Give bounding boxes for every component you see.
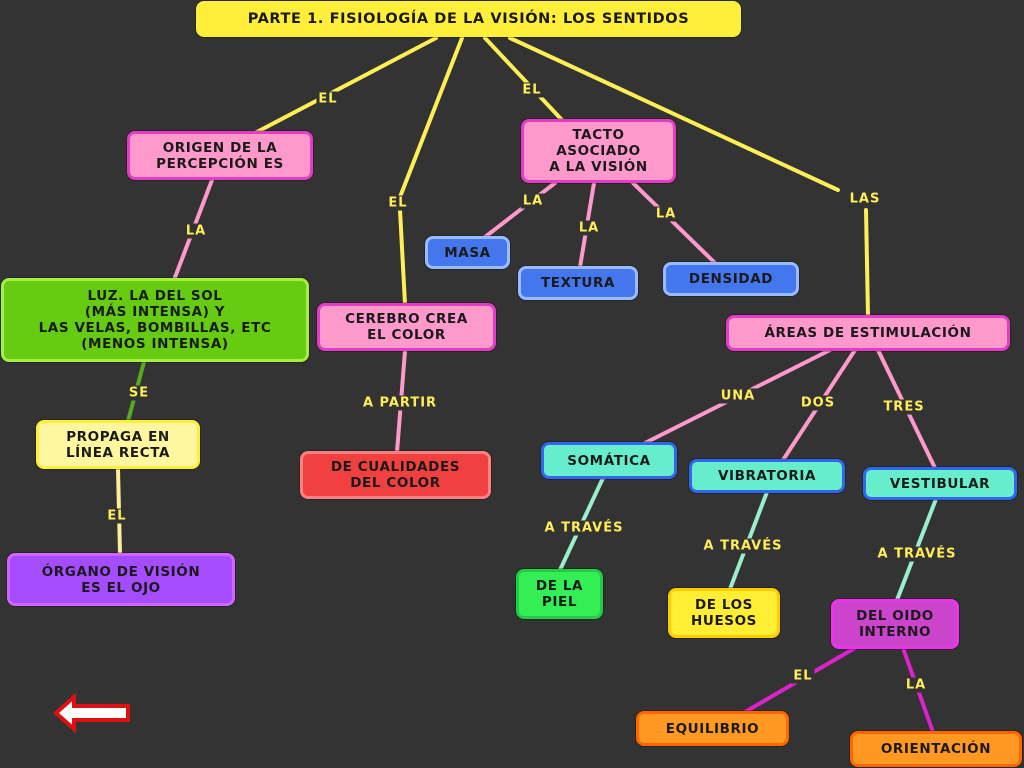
link-label-areas-vibratoria: DOS [798,395,838,411]
link-label-oido-equilibrio: EL [791,668,815,684]
link-label-root-origen: EL [316,91,340,107]
link-label-oido-orientacion: LA [903,677,929,693]
node-tacto[interactable]: TACTO ASOCIADO A LA VISIÓN [521,119,676,183]
node-oido-interno[interactable]: DEL OIDO INTERNO [831,599,959,649]
node-vestibular[interactable]: VESTIBULAR [863,467,1017,500]
link-label-vibratoria-huesos: A TRAVÉS [701,538,785,554]
link-label-luz-propaga: SE [126,385,152,401]
node-densidad[interactable]: DENSIDAD [663,262,799,296]
node-origen-percepcion[interactable]: ORIGEN DE LA PERCEPCIÓN ES [127,131,313,180]
node-cualidades-color[interactable]: DE CUALIDADES DEL COLOR [300,451,491,499]
node-vibratoria[interactable]: VIBRATORIA [689,459,845,493]
connector-root-areas [508,36,840,192]
back-arrow-button[interactable] [52,692,132,734]
connector-tacto-densidad [631,181,717,265]
link-label-root-areas: LAS [847,191,883,207]
node-equilibrio[interactable]: EQUILIBRIO [636,711,789,746]
node-cerebro[interactable]: CEREBRO CREA EL COLOR [317,303,496,351]
link-label-tacto-textura: LA [576,220,602,236]
node-textura[interactable]: TEXTURA [518,266,638,300]
link-label-somatica-piel: A TRAVÉS [542,520,626,536]
link-label-origen-luz: LA [183,223,209,239]
connector-root-areas-2 [864,208,870,318]
back-arrow-icon [52,692,130,734]
link-label-root-tacto: EL [520,82,544,98]
node-luz[interactable]: LUZ. LA DEL SOL (MÁS INTENSA) Y LAS VELA… [1,278,309,362]
node-areas-estimulacion[interactable]: ÁREAS DE ESTIMULACIÓN [726,315,1010,351]
connector-root-tacto [483,36,564,122]
connector-tacto-masa [483,181,557,239]
link-label-tacto-masa: LA [520,193,546,209]
link-label-propaga-organo: EL [105,508,129,524]
link-label-cerebro-cualidades: A PARTIR [360,395,440,411]
link-label-root-cerebro: EL [386,195,410,211]
node-orientacion[interactable]: ORIENTACIÓN [850,731,1022,767]
link-label-areas-vestibular: TRES [881,399,927,415]
node-propaga[interactable]: PROPAGA EN LÍNEA RECTA [36,420,200,469]
node-organo-vision[interactable]: ÓRGANO DE VISIÓN ES EL OJO [7,553,235,606]
node-huesos[interactable]: DE LOS HUESOS [668,588,780,638]
connector-root-origen [253,36,438,135]
connector-root-cerebro [398,36,464,199]
node-masa[interactable]: MASA [425,236,510,269]
node-root-title[interactable]: PARTE 1. FISIOLOGÍA DE LA VISIÓN: LOS SE… [196,1,741,37]
link-label-areas-somatica: UNA [718,388,758,404]
node-somatica[interactable]: SOMÁTICA [541,442,677,479]
node-piel[interactable]: DE LA PIEL [516,569,603,619]
link-label-vestibular-oido: A TRAVÉS [875,546,959,562]
link-label-tacto-densidad: LA [653,206,679,222]
connector-root-cerebro-2 [398,208,407,306]
